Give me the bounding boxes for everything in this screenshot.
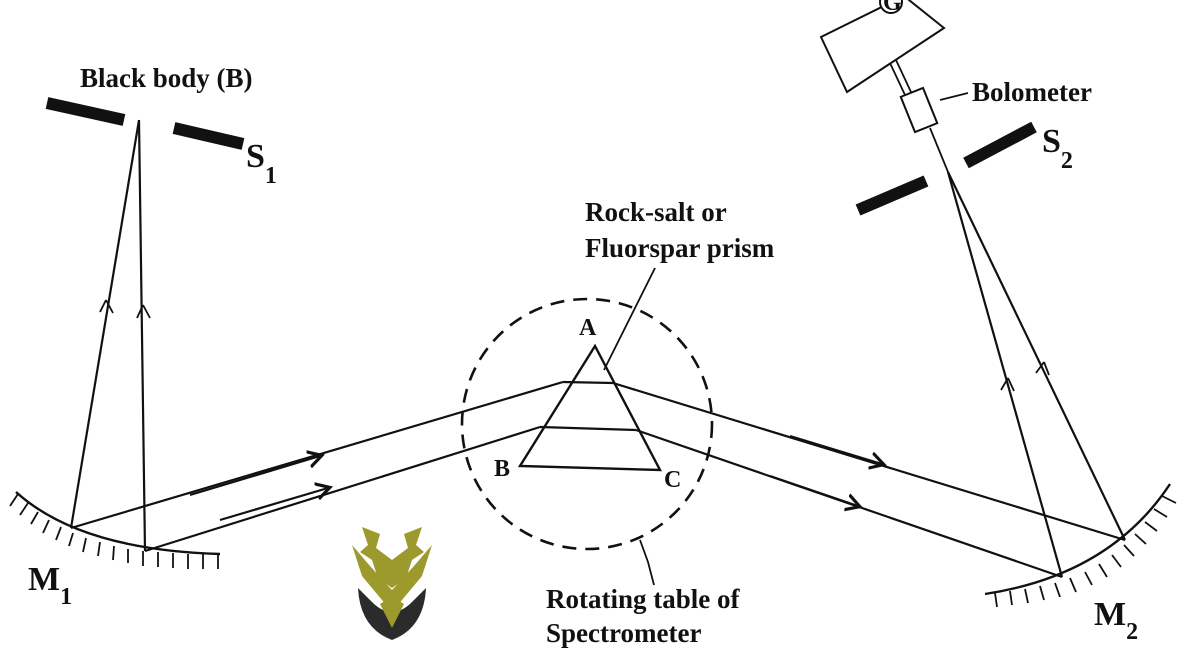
- slit-s2: [855, 121, 1037, 216]
- reflected-rays: [946, 171, 1126, 578]
- table-label-line1: Rotating table of: [546, 584, 740, 614]
- slit-s2-label: S2: [1042, 123, 1073, 174]
- galvanometer: [819, 0, 946, 94]
- slit-s1: [45, 97, 245, 150]
- mirror-m1: [9, 491, 221, 569]
- incident-rays: [69, 119, 151, 552]
- beam-to-m2: [612, 381, 1126, 579]
- mirror-m1-label: M1: [28, 561, 72, 610]
- deer-head-logo: [352, 527, 432, 640]
- beam-to-prism: [70, 380, 564, 553]
- prism: [517, 343, 663, 472]
- vertex-b-label: B: [494, 456, 510, 482]
- vertex-c-label: C: [664, 467, 681, 493]
- prism-label-line2: Fluorspar prism: [585, 233, 775, 263]
- bolometer-label: Bolometer: [972, 77, 1092, 107]
- vertex-a-label: A: [579, 315, 597, 341]
- mirror-m2-label: M2: [1094, 596, 1138, 645]
- black-body-label: Black body (B): [80, 63, 253, 93]
- mirror-m2: [984, 483, 1177, 608]
- table-label-line2: Spectrometer: [546, 618, 701, 648]
- prism-leader: [603, 267, 656, 371]
- table-leader: [639, 539, 655, 586]
- prism-label-line1: Rock-salt or: [585, 197, 727, 227]
- galvanometer-label: G: [883, 0, 902, 16]
- bolometer: [889, 59, 969, 173]
- slit-s1-label: S1: [246, 138, 277, 189]
- rotating-table-circle: [460, 297, 714, 551]
